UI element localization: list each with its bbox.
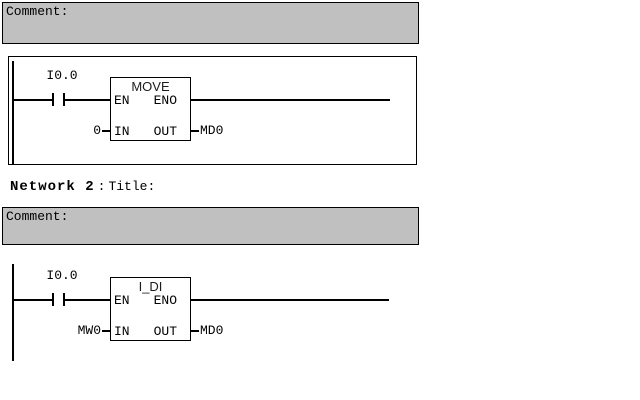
network2-port-eno: ENO [153, 293, 177, 308]
network1-move-block[interactable]: MOVE EN ENO IN OUT [110, 77, 191, 141]
network2-port-in: IN [114, 324, 130, 339]
network1-wire-contact-to-block [65, 99, 110, 101]
network2-wire-eno-out [191, 299, 389, 301]
network2-wire-output-stub [191, 330, 199, 332]
network2-wire-rail-to-contact [13, 299, 52, 301]
network2-wire-contact-to-block [65, 299, 110, 301]
network1-comment-label: Comment: [6, 4, 69, 19]
network2-port-out: OUT [153, 324, 177, 339]
network2-power-rail [12, 264, 14, 361]
network1-port-in: IN [114, 124, 130, 139]
network2-name: Network 2 [10, 179, 95, 195]
network2-comment-label: Comment: [6, 209, 69, 224]
network2-contact-right-bar[interactable] [63, 293, 65, 306]
network2-block-title: I_DI [138, 279, 163, 294]
network1-contact-operand[interactable]: I0.0 [46, 68, 78, 83]
network2-port-en: EN [114, 293, 130, 308]
network2-wire-input-stub [102, 330, 110, 332]
network2-title-label: Title: [108, 179, 156, 194]
network1-block-title: MOVE [131, 79, 170, 94]
network2-comment-bar[interactable]: Comment: [2, 207, 419, 245]
network2-input-operand[interactable]: MW0 [77, 323, 101, 338]
network1-wire-output-stub [191, 130, 199, 132]
network1-comment-bar[interactable]: Comment: [2, 2, 419, 44]
network1-port-eno: ENO [153, 93, 177, 108]
network1-selection-box[interactable] [8, 56, 417, 165]
network1-contact-left-bar[interactable] [52, 93, 54, 106]
network1-port-en: EN [114, 93, 130, 108]
network1-wire-rail-to-contact [13, 99, 52, 101]
network1-wire-input-stub [102, 130, 110, 132]
network2-header[interactable]: Network 2:Title: [10, 179, 155, 195]
network2-output-operand[interactable]: MD0 [200, 323, 224, 338]
network1-contact-right-bar[interactable] [63, 93, 65, 106]
network1-input-operand[interactable]: 0 [93, 123, 101, 138]
network1-wire-eno-out [191, 99, 390, 101]
network2-separator: : [97, 179, 106, 194]
network2-contact-operand[interactable]: I0.0 [46, 268, 78, 283]
network2-idi-block[interactable]: I_DI EN ENO IN OUT [110, 277, 191, 341]
network2-contact-left-bar[interactable] [52, 293, 54, 306]
network1-power-rail [12, 61, 14, 164]
network1-output-operand[interactable]: MD0 [200, 123, 224, 138]
network1-port-out: OUT [153, 124, 177, 139]
